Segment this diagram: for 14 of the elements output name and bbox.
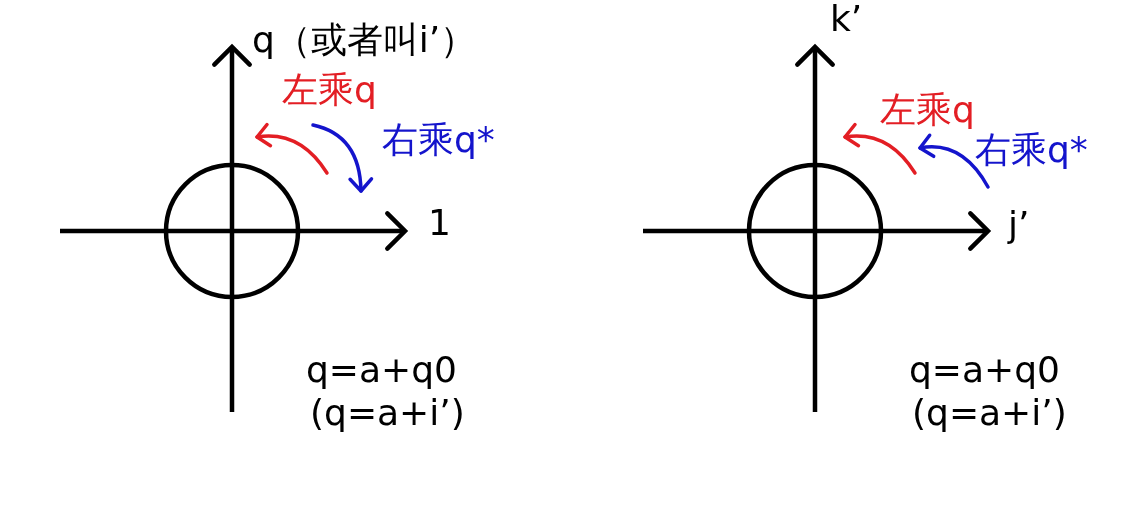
- axis-label: q（或者叫i’）: [252, 22, 477, 58]
- axis-label: j’: [1008, 207, 1030, 243]
- axis-label: 1: [428, 205, 451, 241]
- rotation-label: 右乘q*: [382, 122, 495, 158]
- formula-text: q=a+q0: [306, 352, 457, 388]
- formula-text: (q=a+i’): [310, 395, 465, 431]
- axis-label: k’: [830, 1, 863, 37]
- rotation-label: 左乘q: [880, 92, 975, 128]
- circle: [163, 162, 301, 300]
- formula-text: q=a+q0: [909, 352, 1060, 388]
- rotation-label: 右乘q*: [975, 132, 1088, 168]
- rotation-label: 左乘q: [282, 72, 377, 108]
- circle: [746, 162, 884, 300]
- formula-text: (q=a+i’): [912, 395, 1067, 431]
